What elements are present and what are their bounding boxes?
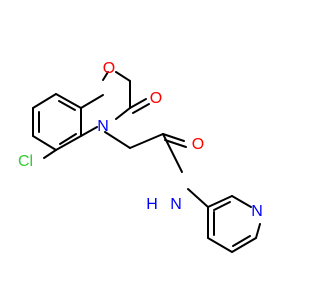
bond-ch2-amide-c xyxy=(129,133,164,149)
atom-n-pyridine: N xyxy=(251,203,263,220)
bond-amide-co-1 xyxy=(162,133,185,142)
atom-labels: Cl O O N O H N N xyxy=(18,60,263,220)
bond-o-ch2-b xyxy=(102,71,109,81)
atom-o-amide: O xyxy=(192,136,204,153)
bond-benzo-6 xyxy=(55,93,82,109)
atom-o-ring-carbonyl: O xyxy=(150,90,162,107)
bond-amide-co-2 xyxy=(164,139,187,148)
bond-c-cl xyxy=(43,149,57,159)
bond-c-o-ring xyxy=(80,94,104,109)
bond-benzo-inner-3 xyxy=(58,100,76,111)
bond-py-3 xyxy=(255,223,261,239)
bond-py-inner-1 xyxy=(213,201,231,211)
bonds xyxy=(32,71,261,253)
bond-py-2 xyxy=(231,195,252,208)
atom-n-ring: N xyxy=(97,118,109,135)
bond-benzo-inner-2 xyxy=(59,133,77,145)
atom-n-amide: N xyxy=(170,196,182,213)
bond-benzo-4 xyxy=(55,135,82,151)
bond-co-n xyxy=(115,107,131,120)
bond-n-benzo xyxy=(80,126,98,137)
bond-amide-cn xyxy=(162,133,183,173)
bond-py-inner-2 xyxy=(232,235,251,247)
bond-py-4 xyxy=(231,237,257,253)
bond-py-1 xyxy=(207,195,233,208)
bond-ring-carbonyl-2 xyxy=(132,103,150,114)
bond-py-5 xyxy=(207,237,233,253)
bond-ring-carbonyl-1 xyxy=(129,98,147,109)
atom-h-amide: H xyxy=(146,196,158,213)
bond-benzo-3 xyxy=(32,135,57,151)
structure-canvas: Cl O O N O H N N xyxy=(18,60,263,253)
atom-o-ring: O xyxy=(103,60,115,77)
bond-o-ch2 xyxy=(115,71,131,82)
atom-cl: Cl xyxy=(18,153,33,170)
bond-n-ch2 xyxy=(104,131,131,149)
bond-n-pyridine xyxy=(187,188,209,208)
molecule-drawing: Cl O O N O H N N xyxy=(18,60,263,253)
bond-benzo-1 xyxy=(32,93,57,109)
